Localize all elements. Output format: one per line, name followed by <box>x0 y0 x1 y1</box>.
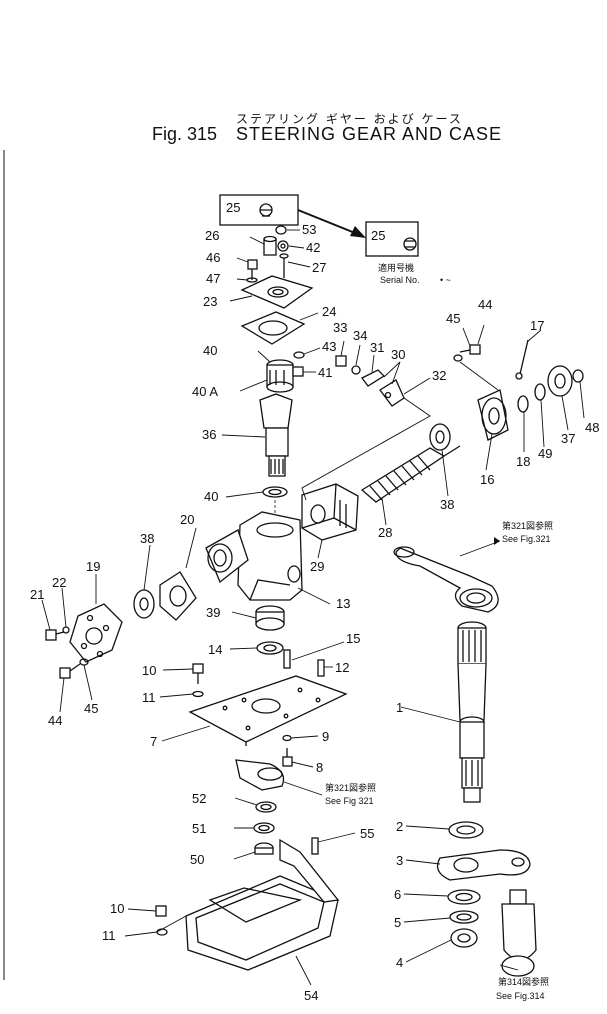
label-43: 43 <box>322 339 336 354</box>
reference-notes: 適用号機 Serial No. • ~ 第321図参照 See Fig.321 … <box>325 262 553 1001</box>
figure-title: STEERING GEAR AND CASE <box>236 124 503 144</box>
label-8: 8 <box>316 760 323 775</box>
inset-new-plug <box>365 221 419 257</box>
label-40-upper: 40 <box>203 343 217 358</box>
label-41: 41 <box>318 365 332 380</box>
label-47: 47 <box>206 271 220 286</box>
label-5: 5 <box>394 915 401 930</box>
label-10-lower: 10 <box>110 901 124 916</box>
label-26: 26 <box>205 228 219 243</box>
label-23: 23 <box>203 294 217 309</box>
label-17: 17 <box>530 318 544 333</box>
leader-lines <box>41 229 585 986</box>
pitman-arm-lower <box>235 759 285 791</box>
label-33: 33 <box>333 320 347 335</box>
label-37: 37 <box>561 431 575 446</box>
label-3: 3 <box>396 853 403 868</box>
label-48: 48 <box>585 420 599 435</box>
label-34: 34 <box>353 328 367 343</box>
sector-shaft-1 <box>457 621 487 803</box>
label-15: 15 <box>346 631 360 646</box>
label-27: 27 <box>312 260 326 275</box>
ref-fig321-upper-en: See Fig.321 <box>502 534 551 544</box>
label-46: 46 <box>206 250 220 265</box>
label-38-right: 38 <box>440 497 454 512</box>
worm-shaft <box>360 423 461 503</box>
label-45-right: 45 <box>446 311 460 326</box>
label-14: 14 <box>208 642 222 657</box>
label-45-left: 45 <box>84 701 98 716</box>
label-36: 36 <box>202 427 216 442</box>
label-12: 12 <box>335 660 349 675</box>
label-1: 1 <box>396 700 403 715</box>
label-4: 4 <box>396 955 403 970</box>
ref-fig321-lower-en: See Fig 321 <box>325 796 374 806</box>
label-42: 42 <box>306 240 320 255</box>
label-22: 22 <box>52 575 66 590</box>
pitman-arm-upper <box>393 546 499 613</box>
right-lower-parts <box>436 821 537 977</box>
bottom-parts <box>155 801 340 971</box>
label-52: 52 <box>192 791 206 806</box>
label-38-left: 38 <box>140 531 154 546</box>
label-21: 21 <box>30 587 44 602</box>
label-24: 24 <box>322 304 336 319</box>
label-44-right: 44 <box>478 297 492 312</box>
left-side-parts <box>45 571 197 679</box>
label-18: 18 <box>516 454 530 469</box>
label-13: 13 <box>336 596 350 611</box>
label-44-left: 44 <box>48 713 62 728</box>
middle-parts <box>188 605 348 767</box>
label-51: 51 <box>192 821 206 836</box>
ref-fig314-jp: 第314図参照 <box>498 976 549 987</box>
inset-arrow <box>297 209 366 238</box>
label-2: 2 <box>396 819 403 834</box>
part-labels: 25 25 26 53 42 27 46 47 23 24 40 43 41 4… <box>30 200 599 1003</box>
label-28: 28 <box>378 525 392 540</box>
label-32: 32 <box>432 368 446 383</box>
label-25-new: 25 <box>371 228 385 243</box>
figure-number: Fig. 315 <box>152 124 218 144</box>
label-20: 20 <box>180 512 194 527</box>
label-11-upper: 11 <box>142 690 156 705</box>
label-29: 29 <box>310 559 324 574</box>
label-11-lower: 11 <box>102 928 116 943</box>
ref-fig314-en: See Fig.314 <box>496 991 545 1001</box>
label-54: 54 <box>304 988 318 1003</box>
label-55: 55 <box>360 826 374 841</box>
label-19: 19 <box>86 559 100 574</box>
sector-shaft-parts <box>259 351 305 520</box>
label-49: 49 <box>538 446 552 461</box>
label-31: 31 <box>370 340 384 355</box>
steering-case <box>205 511 303 601</box>
ref-fig321-lower-jp: 第321図参照 <box>325 782 376 793</box>
label-10-upper: 10 <box>142 663 156 678</box>
label-40-lower: 40 <box>204 489 218 504</box>
label-6: 6 <box>394 887 401 902</box>
serial-label-en: Serial No. <box>380 275 420 285</box>
label-40A: 40 A <box>192 384 218 399</box>
title-japanese: ステアリング ギヤー および ケース <box>236 112 463 126</box>
label-39: 39 <box>206 605 220 620</box>
ref-fig321-upper-jp: 第321図参照 <box>502 520 553 531</box>
label-9: 9 <box>322 729 329 744</box>
worm-cover-parts <box>453 339 584 441</box>
label-7: 7 <box>150 734 157 749</box>
serial-label-jp: 適用号機 <box>378 262 414 273</box>
label-30: 30 <box>391 347 405 362</box>
serial-value: • ~ <box>440 275 451 285</box>
adjuster-parts <box>301 355 431 501</box>
label-50: 50 <box>190 852 204 867</box>
label-25: 25 <box>226 200 240 215</box>
label-16: 16 <box>480 472 494 487</box>
ball-nut-block <box>301 483 359 541</box>
top-cover-parts <box>240 225 314 345</box>
label-53: 53 <box>302 222 316 237</box>
